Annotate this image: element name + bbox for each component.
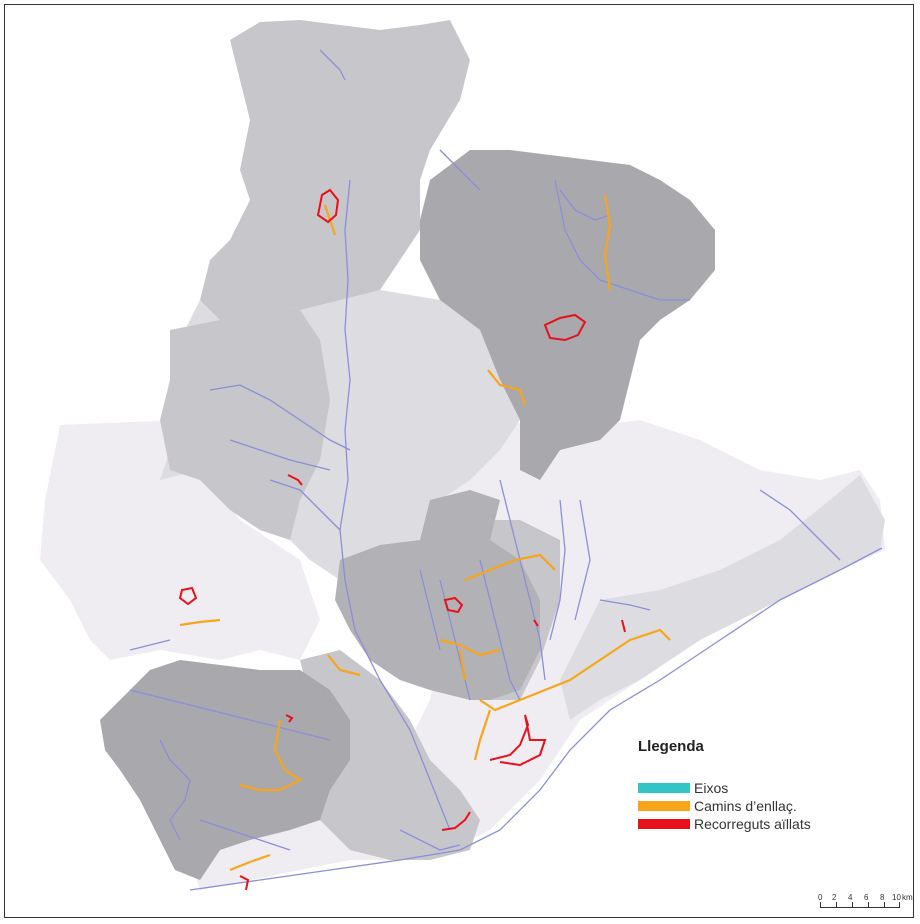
river-vall-2 [419, 569, 441, 651]
region-north-mid [200, 20, 470, 320]
region-south-mid [300, 650, 480, 860]
route-coast-small [621, 619, 626, 633]
legend-title: Llegenda [638, 738, 704, 755]
river-west-trib [269, 479, 341, 531]
river-coastline [189, 547, 883, 891]
route-ne [543, 313, 587, 342]
river-southwest-anoia [129, 689, 331, 741]
legend-label-camins: Camins d’enllaç. [694, 798, 797, 814]
connector-vall-3 [458, 649, 467, 681]
scale-unit: km [902, 893, 913, 902]
route-west-small [287, 474, 303, 486]
connector-coast-2 [473, 709, 492, 761]
scale-tick-label: 10 [892, 893, 901, 902]
river-north-branch [319, 49, 346, 81]
route-southwest-coast [239, 875, 250, 891]
legend-swatch-recorreguts [638, 819, 690, 829]
connector-vall-2 [439, 638, 501, 657]
connector-center-east [487, 369, 527, 406]
scale-tick-label: 0 [818, 893, 823, 902]
connector-south [229, 853, 271, 872]
map-legend: Llegenda Eixos Camins d’enllaç. Recorreg… [638, 738, 888, 833]
route-vall [443, 596, 464, 614]
legend-label-recorreguts: Recorreguts aïllats [694, 816, 811, 832]
river-west-pale [129, 639, 171, 651]
region-west-mid [160, 300, 330, 540]
river-mid-south [399, 829, 461, 851]
connector-west [179, 618, 221, 627]
route-southwest [285, 714, 294, 723]
connector-paths [179, 194, 671, 872]
route-north [316, 188, 340, 224]
region-northeast-dark [420, 150, 715, 480]
connector-vall-1 [464, 553, 556, 582]
river-congost [479, 559, 521, 701]
legend-item-eixos: Eixos [638, 779, 888, 797]
region-east-light [560, 475, 885, 720]
scale-tick-label: 4 [848, 893, 853, 902]
scale-bar: 0 2 4 6 8 10 km [818, 893, 914, 917]
river-nw-trib [229, 439, 331, 471]
river-besos [499, 479, 546, 681]
legend-item-camins: Camins d’enllaç. [638, 797, 888, 815]
scale-tick-label: 2 [832, 893, 837, 902]
route-south [441, 811, 471, 831]
river-ter-upper [559, 189, 611, 221]
route-barcelona [489, 714, 547, 767]
river-coast-trib [574, 499, 591, 621]
legend-swatch-eixos [638, 783, 690, 793]
legend-item-recorreguts: Recorreguts aïllats [638, 815, 888, 833]
connector-ne [603, 194, 612, 291]
isolated-routes [178, 188, 626, 891]
route-west [178, 586, 198, 606]
river-ne [439, 149, 481, 191]
connector-southwest [239, 719, 303, 792]
river-cardener [209, 384, 351, 451]
legend-swatch-camins [638, 801, 690, 811]
river-garraf [599, 599, 651, 611]
scale-bar-line [820, 902, 900, 908]
river-llobregat [339, 179, 451, 831]
scale-tick-label: 8 [880, 893, 885, 902]
route-vall-small [533, 619, 539, 627]
river-foix [199, 819, 291, 851]
rivers [129, 49, 883, 891]
river-southwest-loop [159, 739, 191, 841]
river-mogent [549, 499, 566, 641]
connector-mid [327, 654, 361, 677]
legend-label-eixos: Eixos [694, 780, 729, 796]
scale-tick-label: 6 [864, 893, 869, 902]
river-east-trib [759, 489, 841, 561]
region-center-dark [335, 490, 540, 700]
region-west-pale [40, 420, 320, 660]
river-ter [554, 179, 690, 301]
connector-coast [479, 628, 671, 712]
